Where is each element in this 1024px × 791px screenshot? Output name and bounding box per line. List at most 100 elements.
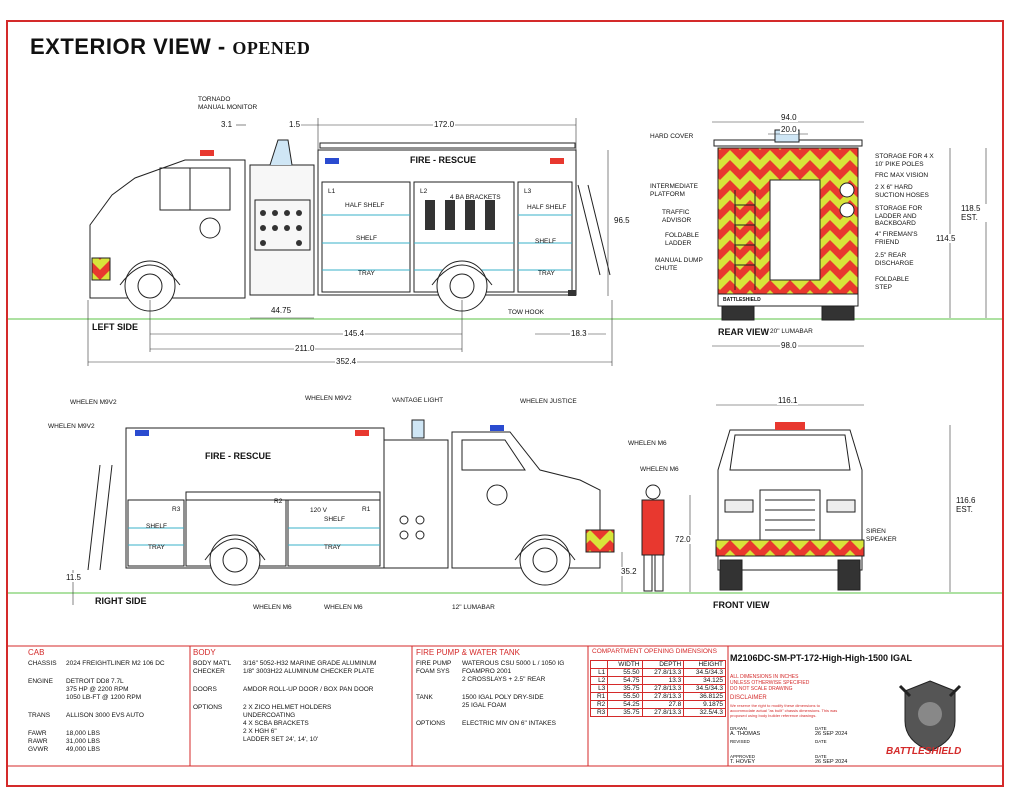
dim-118-5: 118.5 EST. <box>960 204 992 222</box>
pump-key: FIRE PUMP <box>416 660 452 667</box>
note-line: DO NOT SCALE DRAWING <box>730 686 793 692</box>
dim-172: 172.0 <box>433 120 456 129</box>
right-body-text: FIRE - RESCUE <box>205 451 272 461</box>
callout-siren: SIREN SPEAKER <box>866 528 897 543</box>
compartment-r2: R2 <box>274 498 283 505</box>
drawn-label: DRAWN <box>730 726 747 731</box>
pump-val: WATEROUS CSU 5000 L / 1050 IG <box>462 660 565 667</box>
cab-key: ENGINE <box>28 678 53 685</box>
rear-callout: 2 X 6" HARD SUCTION HOSES <box>875 184 929 199</box>
body-val: 4 X SCBA BRACKETS <box>243 720 309 727</box>
revised-date-label: DATE <box>815 739 827 744</box>
dim-18-3: 18.3 <box>570 329 588 338</box>
table-header-row: WIDTH DEPTH HEIGHT <box>589 660 726 669</box>
view-label-front: FRONT VIEW <box>713 600 770 610</box>
dim-44-75: 44.75 <box>270 306 293 315</box>
cab-key: RAWR <box>28 738 48 745</box>
rear-callout: 2.5" REAR DISCHARGE <box>875 252 914 267</box>
drawn-by: A. THOMAS <box>730 731 761 737</box>
page-title: EXTERIOR VIEW - OPENED <box>30 34 310 60</box>
table-cell: 32.5/4.3 <box>683 708 726 717</box>
body-val: LADDER SET 24', 14', 10' <box>243 736 319 743</box>
table-cell: 27.8 <box>641 700 685 709</box>
table-cell: R1 <box>589 692 609 701</box>
cab-key: FAWR <box>28 730 47 737</box>
view-label-rear: REAR VIEW <box>718 327 770 337</box>
dim-116-1: 116.1 <box>777 396 799 405</box>
rear-callout: STORAGE FOR 4 X 10' PIKE POLES <box>875 153 934 168</box>
table-header <box>589 660 609 669</box>
shelf-label: SHELF <box>535 238 556 245</box>
dim-1-5: 1.5 <box>288 120 302 129</box>
rear-callout: FOLDABLE STEP <box>875 276 909 291</box>
cab-val: 31,000 LBS <box>66 738 100 745</box>
dim-211: 211.0 <box>294 344 316 353</box>
compartment-l1: L1 <box>328 188 336 195</box>
body-heading: BODY <box>193 648 216 657</box>
pump-panel: FIRE PUMP & WATER TANK FIRE PUMP WATEROU… <box>416 646 586 766</box>
approved-by: T. HOVEY <box>730 759 756 765</box>
pump-val: FOAMPRO 2001 <box>462 668 512 675</box>
compartment-r1: R1 <box>362 506 371 513</box>
dim-35-2: 35.2 <box>620 567 638 576</box>
body-val: 3/16" 5052-H32 MARINE GRADE ALUMINUM <box>243 660 377 667</box>
approved-label: APPROVED <box>730 754 756 759</box>
compartment-l2: L2 <box>420 188 428 195</box>
table-cell: L1 <box>589 668 609 677</box>
cab-key: GVWR <box>28 746 49 753</box>
cab-val: 1050 LB-FT @ 1200 RPM <box>66 694 142 701</box>
dim-116-6: 116.6 EST. <box>955 496 987 514</box>
rear-callout: MANUAL DUMP CHUTE <box>655 257 703 272</box>
shelf-label: HALF SHELF <box>345 202 385 209</box>
cab-val: 375 HP @ 2200 RPM <box>66 686 129 693</box>
table-cell: 27.8/13.3 <box>641 684 685 693</box>
compartment-l3: L3 <box>524 188 532 195</box>
pump-val: 1500 IGAL POLY DRY-SIDE <box>462 694 544 701</box>
shelf-label: 4 BA BRACKETS <box>450 194 501 201</box>
title-sub: OPENED <box>232 38 311 58</box>
body-val: 1/8" 3003H22 ALUMINUM CHECKER PLATE <box>243 668 375 675</box>
shelf-label: SHELF <box>146 523 167 530</box>
cab-val: 2024 FREIGHTLINER M2 106 DC <box>66 660 165 667</box>
table-cell: 35.75 <box>607 684 643 693</box>
table-cell: 55.50 <box>607 692 643 701</box>
right-side-view <box>87 419 665 592</box>
compartment-panel: COMPARTMENT OPENING DIMENSIONS WIDTH DEP… <box>589 646 726 766</box>
cab-val: ALLISON 3000 EVS AUTO <box>66 712 144 719</box>
dim-94: 94.0 <box>780 113 798 122</box>
cab-heading: CAB <box>28 648 45 657</box>
dim-145-4: 145.4 <box>343 329 366 338</box>
body-key: CHECKER <box>193 668 225 675</box>
callout-tornado-monitor: TORNADO MANUAL MONITOR <box>198 96 258 111</box>
body-key: BODY MAT'L <box>193 660 232 667</box>
rear-callout: INTERMEDIATE PLATFORM <box>650 183 698 198</box>
table-cell: L2 <box>589 676 609 685</box>
body-key: OPTIONS <box>193 704 223 711</box>
rear-brand: BATTLESHIELD <box>723 297 761 303</box>
callout-vantage: VANTAGE LIGHT <box>392 397 444 404</box>
cab-key: TRANS <box>28 712 51 719</box>
table-header: HEIGHT <box>683 660 726 669</box>
table-cell: 34.125 <box>683 676 726 685</box>
table-cell: 35.75 <box>607 708 643 717</box>
pump-key: TANK <box>416 694 433 701</box>
title-block: M2106DC-SM-PT-172-High-High-1500 IGAL AL… <box>730 646 1000 766</box>
cab-panel: CAB CHASSIS 2024 FREIGHTLINER M2 106 DC … <box>28 646 188 766</box>
front-view <box>715 422 865 591</box>
body-key: DOORS <box>193 686 217 693</box>
dim-20: 20.0 <box>780 125 798 134</box>
table-cell: 27.8/13.3 <box>641 668 685 677</box>
left-body-text: FIRE - RESCUE <box>410 155 477 165</box>
table-cell: L3 <box>589 684 609 693</box>
table-cell: 9.1875 <box>683 700 726 709</box>
pump-val: ELECTRIC MIV ON 6" INTAKES <box>462 720 556 727</box>
rear-callout: 4" FIREMAN'S FRIEND <box>875 231 918 246</box>
battleshield-logo: BATTLESHIELD <box>870 676 990 761</box>
rear-callout: STORAGE FOR LADDER AND BACKBOARD <box>875 205 923 227</box>
disclaimer-head: DISCLAIMER <box>730 695 767 701</box>
drawn-date-label: DATE <box>815 726 827 731</box>
panel-separators <box>8 645 1002 767</box>
